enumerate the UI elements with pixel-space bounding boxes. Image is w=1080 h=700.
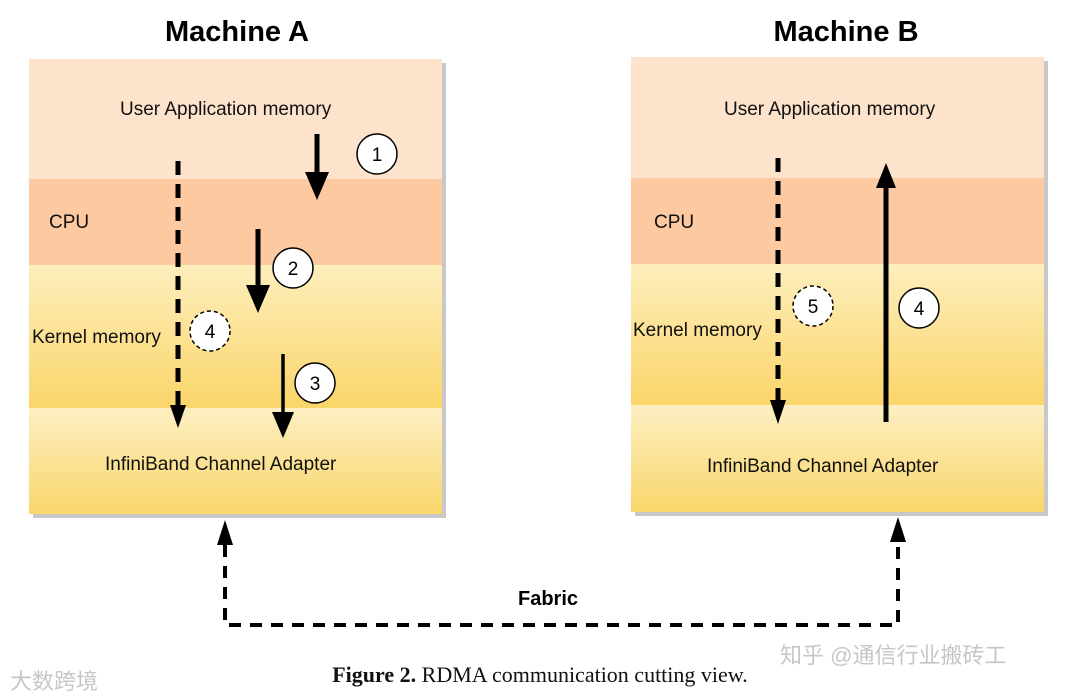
ib-adapter-label: InfiniBand Channel Adapter: [105, 454, 337, 475]
caption-text: RDMA communication cutting view.: [421, 662, 748, 687]
kernel-memory-label: Kernel memory: [32, 327, 161, 348]
cpu-label: CPU: [654, 212, 695, 233]
step-badge-5-dashed: 5: [792, 285, 834, 327]
arrow-step-4-up: [876, 163, 896, 422]
layer-infiniband-adapter: [631, 405, 1044, 512]
layer-kernel-memory: [631, 264, 1044, 405]
step-4-label: 4: [205, 322, 216, 343]
fabric-connector: [217, 517, 906, 627]
arrow-step-3: [272, 354, 294, 438]
layer-infiniband-adapter: [29, 408, 442, 514]
figure-caption: Figure 2. RDMA communication cutting vie…: [0, 662, 1080, 688]
step-4b-label: 4: [914, 299, 925, 320]
user-memory-label: User Application memory: [120, 99, 332, 120]
step-3-label: 3: [310, 374, 321, 395]
kernel-memory-label: Kernel memory: [633, 320, 762, 341]
machine-b-title: Machine B: [773, 16, 919, 48]
step-2-label: 2: [288, 259, 299, 280]
user-memory-label: User Application memory: [724, 99, 936, 120]
step-badge-1: 1: [356, 133, 398, 175]
ib-adapter-label: InfiniBand Channel Adapter: [707, 456, 939, 477]
step-badge-2: 2: [272, 247, 314, 289]
layer-user-memory: [631, 57, 1044, 178]
watermark-right: 知乎 @通信行业搬砖工: [780, 643, 1007, 668]
machine-a-box: User Application memory CPU Kernel memor…: [29, 59, 442, 514]
step-badge-4-b: 4: [898, 287, 940, 329]
step-5-label: 5: [808, 297, 819, 318]
machine-b-box: User Application memory CPU Kernel memor…: [631, 57, 1044, 512]
arrow-step-1: [305, 134, 329, 200]
cpu-label: CPU: [49, 212, 90, 233]
machine-a-title: Machine A: [165, 16, 309, 48]
arrow-step-2: [246, 229, 270, 313]
step-1-label: 1: [372, 145, 383, 166]
step-badge-3: 3: [294, 362, 336, 404]
arrow-step-4-dashed: [170, 161, 186, 428]
arrow-step-5-dashed: [770, 158, 786, 424]
layer-kernel-memory: [29, 265, 442, 408]
watermark-left: 大数跨境: [10, 669, 99, 694]
fabric-label: Fabric: [518, 588, 579, 610]
layer-cpu: [29, 179, 442, 265]
caption-prefix: Figure 2.: [332, 662, 417, 687]
layer-cpu: [631, 178, 1044, 264]
step-badge-4-dashed: 4: [189, 310, 231, 352]
